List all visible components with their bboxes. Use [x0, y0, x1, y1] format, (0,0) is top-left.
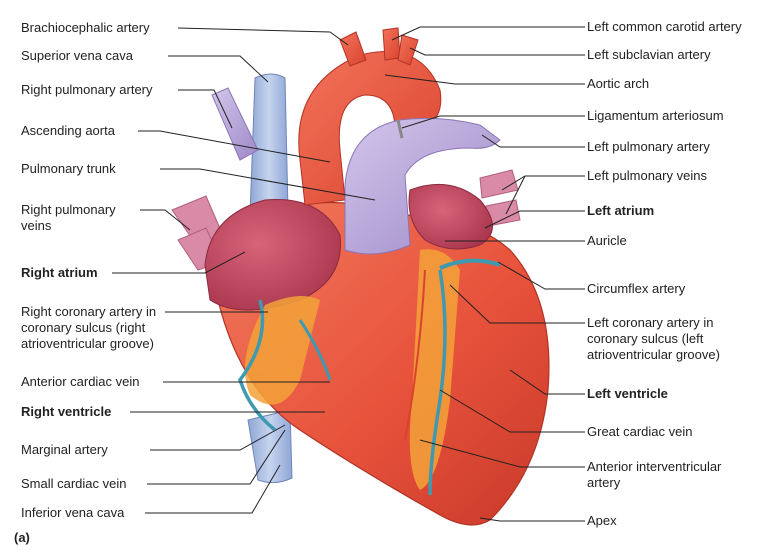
label-marginal-artery: Marginal artery — [21, 442, 108, 458]
label-right-ventricle: Right ventricle — [21, 404, 111, 420]
label-ligamentum-arteriosum: Ligamentum arteriosum — [587, 108, 724, 124]
label-left-atrium: Left atrium — [587, 203, 654, 219]
label-left-subclavian-artery: Left subclavian artery — [587, 47, 711, 63]
figure-label: (a) — [14, 530, 30, 546]
label-left-pulmonary-veins: Left pulmonary veins — [587, 168, 707, 184]
label-right-pulmonary-veins: Right pulmonary veins — [21, 202, 139, 234]
label-apex: Apex — [587, 513, 617, 529]
label-aortic-arch: Aortic arch — [587, 76, 649, 92]
leader-brachiocephalic — [178, 28, 348, 45]
left-common-carotid — [383, 28, 400, 60]
label-inferior-vena-cava: Inferior vena cava — [21, 505, 124, 521]
label-left-pulmonary-artery: Left pulmonary artery — [587, 139, 710, 155]
label-left-common-carotid-artery: Left common carotid artery — [587, 19, 742, 35]
label-circumflex-artery: Circumflex artery — [587, 281, 685, 297]
leader-superior-vena-cava — [168, 56, 268, 82]
label-right-coronary-artery: Right coronary artery in coronary sulcus… — [21, 304, 189, 352]
label-small-cardiac-vein: Small cardiac vein — [21, 476, 127, 492]
leader-apex — [480, 518, 585, 521]
label-great-cardiac-vein: Great cardiac vein — [587, 424, 693, 440]
label-right-atrium: Right atrium — [21, 265, 98, 281]
label-auricle: Auricle — [587, 233, 627, 249]
leader-left-subclavian — [410, 48, 585, 55]
label-pulmonary-trunk: Pulmonary trunk — [21, 161, 116, 177]
label-superior-vena-cava: Superior vena cava — [21, 48, 133, 64]
brachiocephalic-artery — [340, 32, 366, 66]
label-right-pulmonary-artery: Right pulmonary artery — [21, 82, 153, 98]
label-anterior-interventricular-artery: Anterior interventricular artery — [587, 459, 755, 491]
label-anterior-cardiac-vein: Anterior cardiac vein — [21, 374, 140, 390]
label-brachiocephalic-artery: Brachiocephalic artery — [21, 20, 150, 36]
right-pulmonary-artery — [212, 88, 258, 160]
label-left-coronary-artery: Left coronary artery in coronary sulcus … — [587, 315, 755, 363]
label-ascending-aorta: Ascending aorta — [21, 123, 115, 139]
label-left-ventricle: Left ventricle — [587, 386, 668, 402]
leader-left-common-carotid — [392, 27, 585, 40]
inferior-vena-cava — [248, 410, 292, 483]
